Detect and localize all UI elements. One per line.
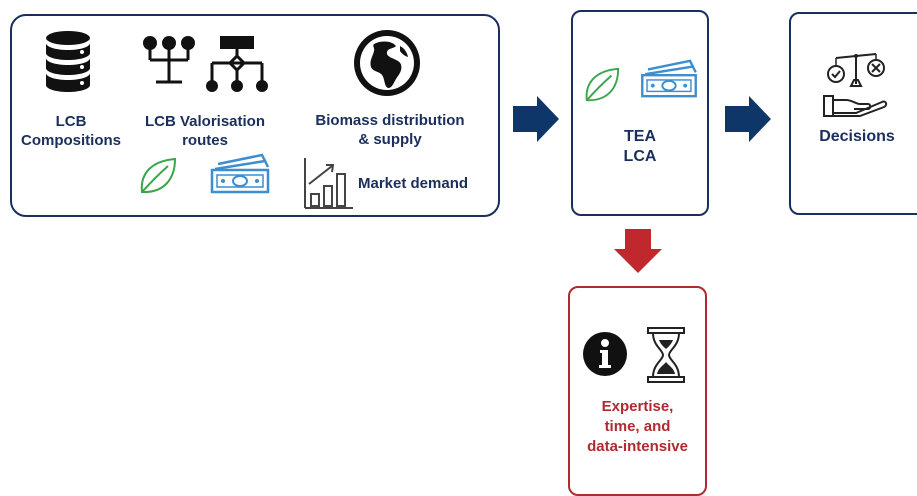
compositions-label: LCB Compositions (21, 113, 121, 149)
arrow-right-icon (725, 96, 771, 142)
assessment-box (571, 10, 709, 216)
arrow-right-icon (513, 96, 559, 142)
hourglass-icon (647, 327, 685, 383)
money-icon (210, 153, 270, 194)
leaf-icon (140, 157, 177, 194)
money-icon (641, 59, 697, 98)
leaf-icon (585, 67, 620, 102)
market-label: Market demand (358, 175, 469, 192)
hand-icon (823, 95, 888, 117)
decisions-label: Decisions (819, 128, 895, 145)
scale-icon (827, 53, 885, 87)
process-tree-icon (143, 36, 268, 92)
globe-icon (354, 30, 420, 96)
arrow-down-icon (614, 229, 662, 273)
tea-lca-label: TEA LCA (623, 128, 657, 165)
limitation-box (568, 286, 707, 496)
database-icon (46, 31, 90, 92)
routes-label: LCB Valorisation routes (144, 113, 266, 149)
info-icon (583, 332, 627, 376)
limitation-label: Expertise, time, and data-intensive (587, 398, 688, 455)
bar-chart-icon (304, 158, 353, 209)
biomass-label: Biomass distribution & supply (315, 112, 465, 148)
